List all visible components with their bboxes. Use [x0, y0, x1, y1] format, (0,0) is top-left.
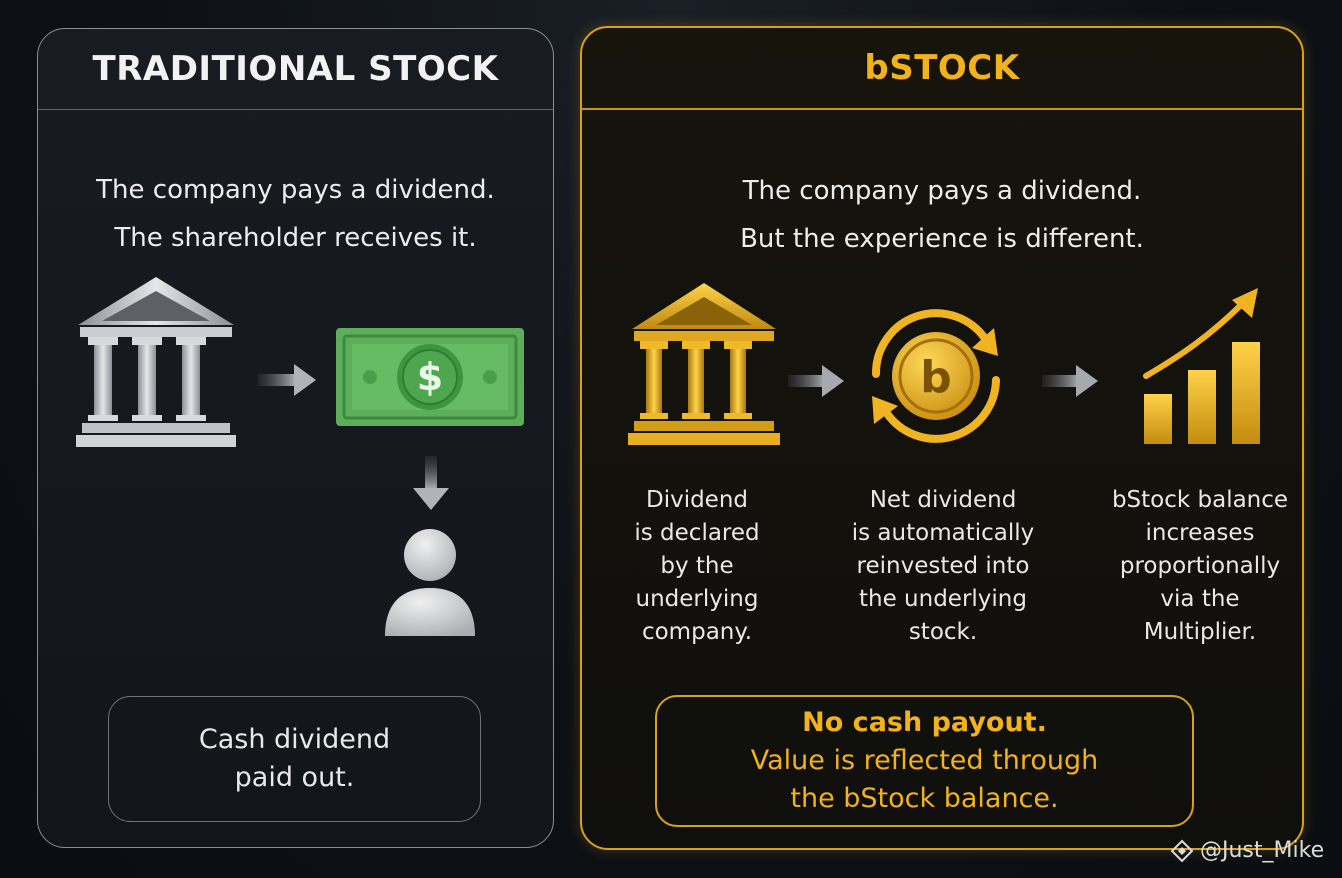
step2-line3: reinvested into [856, 553, 1030, 579]
note-right-line3: the bStock balance. [790, 783, 1059, 814]
step2-line5: stock. [908, 619, 978, 645]
cash-dividend-note: Cash dividend paid out. [108, 696, 481, 822]
step3-line1: bStock balance [1111, 487, 1289, 513]
step-caption-declared: Dividend is declared by the underlying c… [597, 484, 797, 649]
watermark-text: @Just_Mike [1200, 838, 1325, 863]
no-cash-payout-note: No cash payout. Value is reflected throu… [655, 695, 1194, 827]
arrow-right-icon [788, 365, 844, 397]
step1-line4: underlying [635, 586, 759, 612]
bstock-title: bSTOCK [582, 28, 1302, 110]
step3-line4: via the [1160, 586, 1240, 612]
step-caption-balance: bStock balance increases proportionally … [1090, 484, 1310, 649]
note-right-line2: Value is reflected through [750, 745, 1099, 776]
note-left-line1: Cash dividend [198, 724, 391, 755]
step2-line1: Net dividend [869, 487, 1017, 513]
right-subtitle-line1: The company pays a dividend. [742, 176, 1142, 206]
bank-icon [76, 277, 236, 447]
step2-line4: the underlying [859, 586, 1027, 612]
left-subtitle-line2: The shareholder receives it. [114, 223, 477, 253]
note-left-line2: paid out. [234, 762, 355, 793]
traditional-stock-title: TRADITIONAL STOCK [38, 29, 553, 110]
step1-line3: by the [660, 553, 734, 579]
step2-line2: is automatically [851, 520, 1035, 546]
coin-letter: b [920, 352, 952, 403]
growth-chart-icon [1143, 288, 1260, 444]
right-subtitle-line2: But the experience is different. [740, 224, 1144, 254]
arrow-right-icon [258, 364, 316, 396]
reinvest-coin-icon: b [871, 309, 1000, 443]
dollar-bill-icon: $ [336, 328, 524, 426]
note-right-line1: No cash payout. [802, 707, 1047, 738]
step3-line5: Multiplier. [1143, 619, 1257, 645]
step1-line1: Dividend [645, 487, 749, 513]
step3-line2: increases [1145, 520, 1255, 546]
step3-line3: proportionally [1119, 553, 1281, 579]
left-subtitle-line1: The company pays a dividend. [96, 175, 495, 205]
step-caption-reinvested: Net dividend is automatically reinvested… [835, 484, 1051, 649]
step1-line5: company. [641, 619, 753, 645]
step1-line2: is declared [634, 520, 760, 546]
arrow-right-icon [1042, 365, 1098, 397]
diamond-logo-icon [1170, 839, 1194, 862]
watermark: @Just_Mike [1170, 838, 1324, 863]
arrow-down-icon [413, 456, 449, 510]
svg-text:$: $ [417, 355, 443, 399]
gold-bank-icon [628, 283, 780, 445]
person-icon [385, 529, 475, 636]
